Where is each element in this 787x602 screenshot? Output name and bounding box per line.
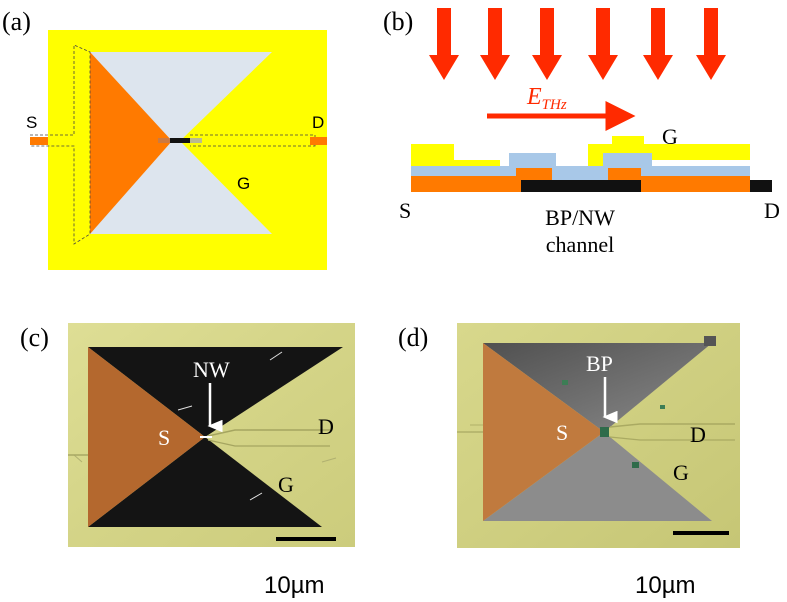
debris bbox=[73, 454, 83, 463]
gate-label: G bbox=[278, 472, 294, 497]
thz-arrows bbox=[429, 8, 726, 80]
debris bbox=[321, 457, 337, 463]
drain-lead-lower bbox=[207, 439, 330, 447]
gate-layer bbox=[411, 144, 500, 166]
drain-lead bbox=[609, 423, 735, 428]
scale-bar bbox=[673, 531, 729, 535]
channel-stub-right bbox=[188, 138, 202, 143]
drain-label: D bbox=[764, 198, 780, 223]
debris bbox=[249, 492, 263, 501]
channel-label-line2: channel bbox=[546, 232, 614, 257]
drain-lead-lower bbox=[609, 436, 735, 441]
thz-arrow-icon bbox=[480, 8, 510, 80]
drain-lead bbox=[310, 137, 327, 145]
corner-mark bbox=[704, 336, 716, 346]
thz-arrow-icon bbox=[588, 8, 618, 80]
source-electrode bbox=[88, 347, 205, 527]
source-label: S bbox=[556, 420, 568, 445]
source-layer bbox=[411, 176, 521, 192]
source-step bbox=[516, 168, 552, 180]
panel-c-label: (c) bbox=[20, 323, 49, 352]
callout-label: NW bbox=[193, 357, 230, 382]
panel-b: (b) ETHz bbox=[383, 7, 780, 257]
gate-opening-bottom bbox=[483, 432, 712, 521]
source-lead bbox=[30, 137, 48, 145]
scale-label: 10µm bbox=[264, 572, 325, 599]
panel-b-label: (b) bbox=[383, 7, 413, 36]
source-label: S bbox=[26, 113, 37, 132]
bp-flake bbox=[600, 427, 609, 437]
gate-opening-top bbox=[483, 343, 712, 432]
source-label: S bbox=[158, 425, 170, 450]
drain-tail bbox=[750, 180, 772, 192]
panel-d: (d) BP S D G 10µm bbox=[398, 323, 740, 599]
source-electrode bbox=[90, 52, 172, 234]
thz-arrow-icon bbox=[429, 8, 459, 80]
thz-arrow-icon bbox=[643, 8, 673, 80]
channel-label-line1: BP/NW bbox=[545, 205, 615, 230]
drain-label: D bbox=[312, 113, 324, 132]
debris bbox=[269, 351, 283, 361]
source-label: S bbox=[399, 198, 411, 223]
panel-a: (a) S D G bbox=[2, 7, 327, 270]
debris bbox=[177, 405, 193, 411]
drain-label: D bbox=[318, 414, 334, 439]
gate-label: G bbox=[662, 124, 678, 149]
device-cross-section bbox=[411, 136, 772, 192]
thz-arrow-icon bbox=[696, 8, 726, 80]
channel-layer bbox=[521, 180, 641, 192]
callout-label: BP bbox=[586, 351, 613, 376]
gate-label: G bbox=[237, 174, 250, 193]
drain-step bbox=[608, 168, 648, 180]
field-label: ETHz bbox=[526, 84, 567, 113]
bp-flake-fragment bbox=[562, 380, 568, 385]
gate-opening-bottom bbox=[88, 437, 322, 527]
source-electrode bbox=[483, 343, 604, 521]
drain-label: D bbox=[690, 422, 706, 447]
thz-arrow-icon bbox=[532, 8, 562, 80]
source-lead-outline bbox=[30, 44, 91, 245]
panel-d-label: (d) bbox=[398, 323, 428, 352]
drain-lead bbox=[207, 429, 330, 437]
drain-layer bbox=[641, 176, 750, 192]
scale-label: 10µm bbox=[635, 572, 696, 599]
channel bbox=[170, 138, 190, 143]
gate-label: G bbox=[673, 460, 689, 485]
panel-a-label: (a) bbox=[2, 7, 31, 36]
panel-c: (c) NW S D G 10µm bbox=[20, 323, 355, 599]
bp-flake-fragment bbox=[660, 405, 665, 409]
gate-opening-top bbox=[88, 347, 343, 437]
gate-layer-right bbox=[588, 136, 750, 166]
bp-flake-fragment bbox=[632, 462, 639, 468]
scale-bar bbox=[276, 537, 336, 541]
channel-stub-left bbox=[158, 138, 172, 143]
dielectric-layer bbox=[411, 153, 750, 180]
